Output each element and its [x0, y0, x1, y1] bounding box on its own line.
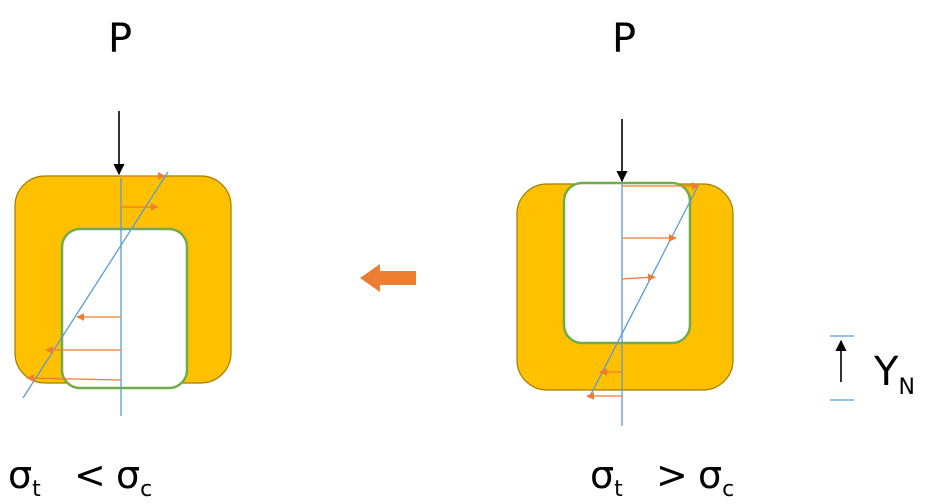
neutral-axis-indicator: YN: [830, 335, 915, 401]
direction-arrow: [360, 264, 416, 292]
subscript-t: t: [614, 477, 623, 502]
right-hollow: [562, 181, 692, 345]
sigma-symbol: σ: [590, 453, 614, 497]
left-stress-arrow: [26, 374, 122, 383]
right-stress-relation: σt>σc: [590, 453, 734, 502]
sigma-symbol: σ: [8, 453, 32, 497]
left-stress-relation: σt<σc: [8, 453, 152, 502]
neutral-axis-symbol: Y: [873, 349, 899, 395]
left-stress-distribution-line: [22, 171, 169, 399]
relation-operator: >: [656, 453, 688, 497]
neutral-axis-label: YN: [873, 349, 915, 400]
subscript-c: c: [140, 477, 152, 502]
left-figure: P σt<σc: [8, 16, 232, 502]
subscript-c: c: [722, 477, 734, 502]
sigma-symbol: σ: [698, 453, 722, 497]
relation-operator: <: [74, 453, 106, 497]
left-load-label: P: [108, 16, 132, 62]
right-load-label: P: [612, 16, 636, 62]
sigma-symbol: σ: [116, 453, 140, 497]
left-hollow: [60, 227, 189, 390]
right-stress-distribution-line: [588, 185, 699, 399]
neutral-axis-subscript: N: [898, 375, 914, 400]
subscript-t: t: [32, 477, 41, 502]
right-stress-arrow: [621, 273, 656, 282]
right-figure: P σt>σc: [516, 16, 734, 502]
